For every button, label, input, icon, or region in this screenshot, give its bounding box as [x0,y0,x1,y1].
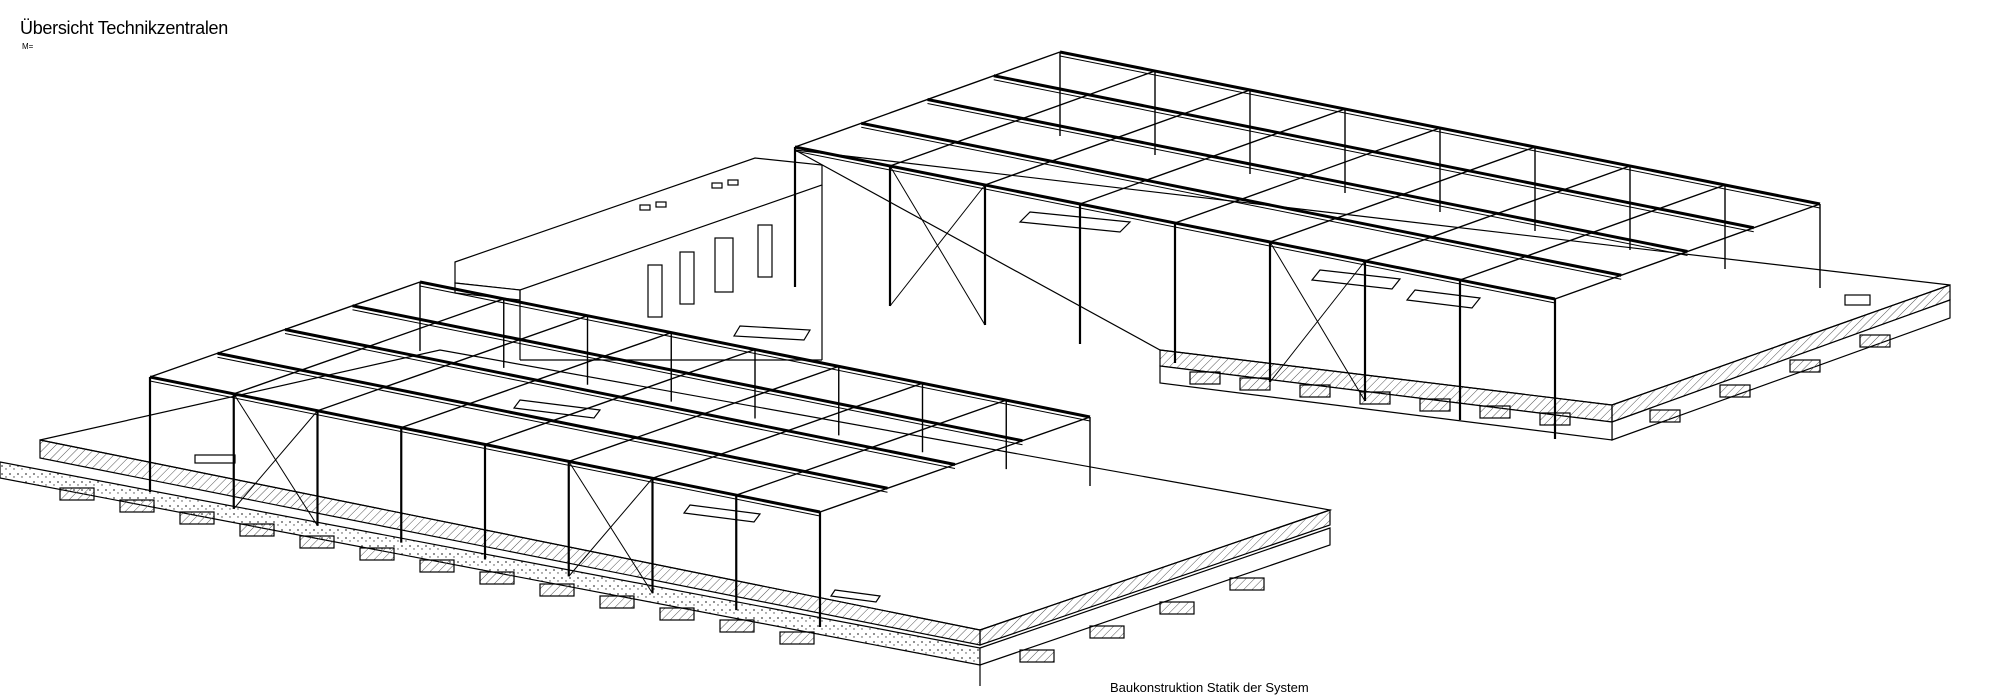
core-window [757,224,773,278]
steel-frames [148,50,1821,627]
slab-opening [194,454,236,464]
left-frame-crossbeam [149,281,421,378]
left-frame-crossbeam [652,382,923,479]
core-window [647,264,663,318]
left-frame-crossbeam [233,298,504,395]
slab-opening [829,589,882,603]
right-wing-slab [794,149,1951,441]
left-frame-brace [233,410,318,510]
right-frame-brace [889,184,986,307]
right-frame-beam [861,126,1622,280]
left-frame-crossbeam [484,348,756,446]
right-frame-beam [993,79,1754,233]
left-frame-beam [284,333,956,469]
left-frame-crossbeam [819,416,1091,513]
right-frame-crossbeam [889,70,1156,167]
right-wing-footings [1189,334,1891,426]
slab-opening [1018,211,1132,233]
right-frame-crossbeam [1269,146,1536,243]
right-frame-crossbeam [1079,108,1346,205]
right-frame-crossbeam [1174,127,1441,224]
core-window [679,251,695,305]
core-window [714,237,734,293]
left-frame-brace [568,477,653,577]
left-frame-beam [217,356,888,493]
left-frame-crossbeam [736,399,1007,496]
right-frame-crossbeam [1364,165,1631,262]
right-frame-crossbeam [794,51,1061,148]
right-frame-beam [927,103,1688,256]
left-wing-footings [59,487,1265,663]
right-frame-crossbeam [1554,203,1821,300]
left-frame-crossbeam [317,315,588,412]
slab-opening [512,399,602,419]
left-wing-slab [0,349,1333,686]
drawing-title: Übersicht Technikzentralen [20,18,228,38]
left-frame-crossbeam [401,331,672,429]
left-frame-beam [352,309,1023,446]
slab-opening [1844,294,1871,306]
right-frame-crossbeam [1459,184,1726,281]
scale-label: M= [22,42,34,51]
left-frame-crossbeam [568,365,839,463]
right-frame-crossbeam [984,89,1251,186]
right-frame-brace [1269,260,1366,383]
slab-opening [1310,269,1402,290]
slab-opening [1405,289,1482,309]
